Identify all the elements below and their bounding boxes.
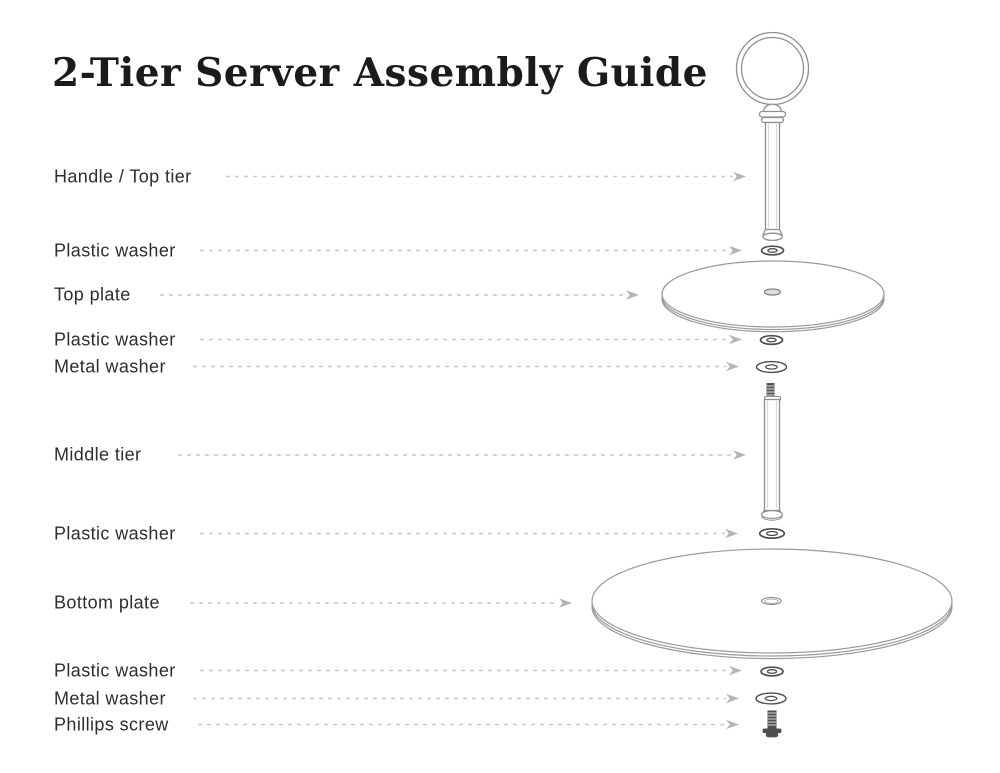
bottom-plate-hole-inner — [764, 598, 779, 604]
phillips-screw-flange — [762, 728, 782, 734]
part-label-metal-washer-2: Metal washer — [54, 688, 166, 708]
part-label-plastic-washer-3: Plastic washer — [54, 523, 176, 543]
part-label-metal-washer-1: Metal washer — [54, 356, 166, 376]
plastic-washer-3-graphic — [758, 527, 786, 540]
middle-tier-stud — [766, 383, 775, 398]
part-label-phillips-screw: Phillips screw — [54, 714, 169, 734]
part-label-plastic-washer-1: Plastic washer — [54, 240, 176, 260]
part-label-middle-tier: Middle tier — [54, 444, 142, 465]
handle-rod-foot — [762, 232, 783, 242]
page-title: 2-Tier Server Assembly Guide — [52, 50, 708, 96]
middle-tier-foot — [761, 510, 783, 520]
bottom-plate-rim — [591, 603, 953, 657]
part-label-bottom-plate: Bottom plate — [54, 592, 160, 613]
part-label-plastic-washer-4: Plastic washer — [54, 660, 176, 680]
bottom-plate-graphic — [591, 548, 953, 660]
handle-collar-1 — [758, 110, 787, 118]
top-plate-rim-base — [661, 298, 885, 333]
middle-tier-rod — [763, 398, 781, 512]
top-plate-hole — [763, 288, 782, 296]
part-label-plastic-washer-2: Plastic washer — [54, 329, 176, 349]
middle-tier-foot-rim — [761, 516, 783, 521]
plastic-washer-1-graphic — [760, 245, 785, 256]
handle-top-tier-graphic — [735, 31, 810, 242]
handle-rod — [764, 121, 781, 231]
top-plate-graphic — [661, 260, 885, 333]
leader-arrows — [160, 171, 746, 730]
phillips-screw-head — [765, 732, 779, 738]
part-label-top-plate: Top plate — [54, 284, 131, 305]
metal-washer-1-graphic — [755, 360, 788, 374]
plastic-washer-2-graphic — [759, 334, 784, 346]
part-label-handle-top-tier: Handle / Top tier — [54, 166, 192, 186]
top-plate-rim — [661, 296, 885, 331]
plastic-washer-4-graphic — [760, 666, 784, 677]
bottom-plate-rim-base — [591, 606, 953, 660]
phillips-screw-shaft — [767, 710, 777, 729]
metal-washer-2-graphic — [755, 692, 787, 705]
phillips-screw-graphic — [762, 710, 782, 738]
middle-tier-graphic — [761, 383, 783, 521]
handle-ring-outer — [735, 31, 810, 106]
handle-collar-2 — [760, 116, 785, 124]
handle-ring-inner — [740, 36, 805, 101]
handle-rod-flare — [762, 229, 783, 236]
